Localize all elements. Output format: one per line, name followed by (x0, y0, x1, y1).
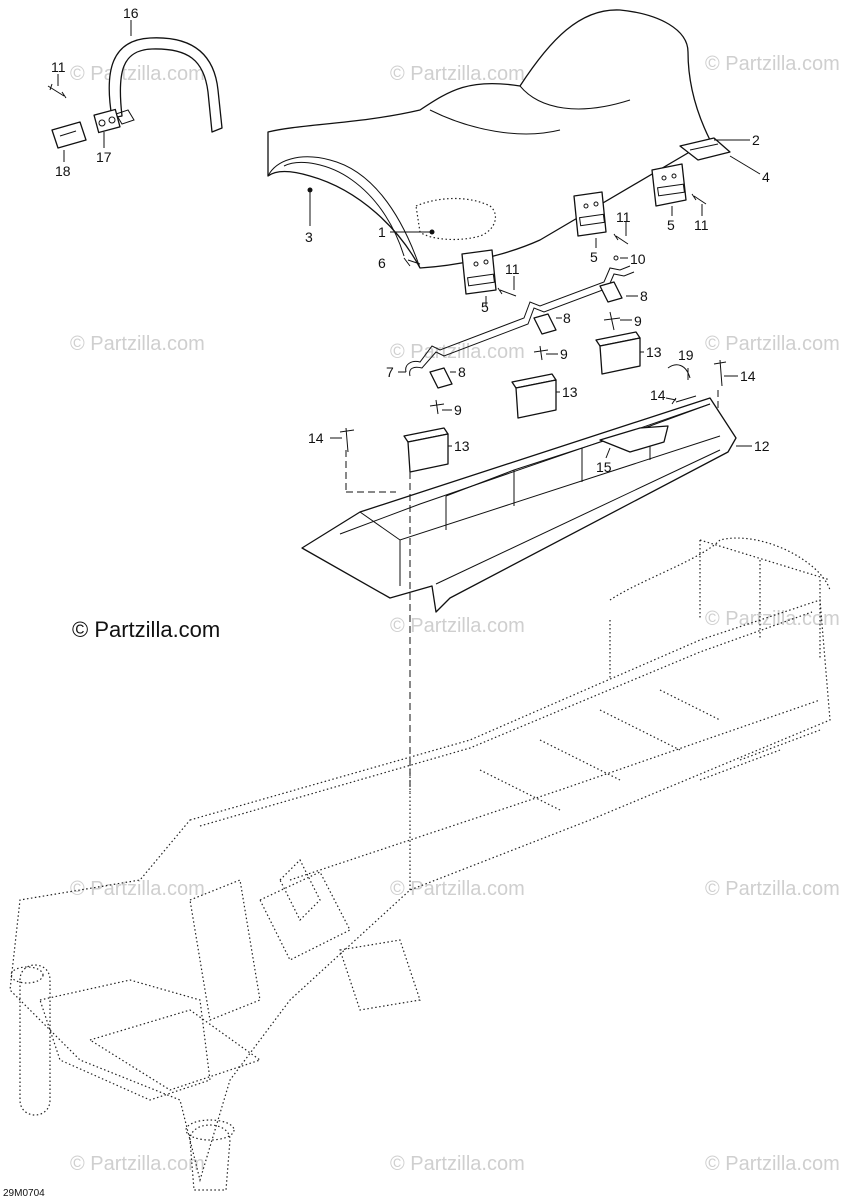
callout-label: 7 (386, 364, 394, 380)
callout-label: 9 (454, 402, 462, 418)
seat-assembly (267, 9, 761, 269)
callout-label: 5 (481, 299, 489, 315)
rivet-part[interactable] (713, 359, 727, 387)
clip-part[interactable] (533, 313, 557, 335)
callout-label: 8 (640, 288, 648, 304)
callout-label: 11 (694, 217, 709, 233)
callout-label: 15 (596, 459, 612, 475)
bolt-part[interactable] (533, 345, 549, 361)
screw-part[interactable] (47, 83, 67, 99)
watermark: © Partzilla.com (705, 1153, 840, 1175)
callout-label: 11 (51, 59, 66, 75)
hinge-part[interactable] (651, 163, 687, 207)
callout-label: 18 (55, 163, 71, 179)
seat-base-plate[interactable] (679, 137, 731, 161)
callout-label: 9 (560, 346, 568, 362)
watermark: © Partzilla.com (705, 608, 840, 630)
watermark: © Partzilla.com (70, 1153, 205, 1175)
storage-box-assembly (301, 390, 752, 792)
callout-label: 17 (96, 149, 112, 165)
seat-part[interactable] (267, 9, 711, 269)
label-part[interactable] (51, 121, 87, 149)
callout-label: 13 (454, 438, 470, 454)
screw-part[interactable] (613, 233, 629, 245)
rivet-part[interactable] (339, 427, 355, 453)
drawing-code: 29M0704 (3, 1188, 45, 1199)
callout-label: 16 (123, 5, 139, 21)
screw-part[interactable] (497, 287, 517, 297)
bolt-part[interactable] (603, 311, 621, 331)
bracket-part[interactable] (595, 331, 641, 375)
watermark: © Partzilla.com (705, 878, 840, 900)
callout-label: 12 (754, 438, 770, 454)
callout-label: 10 (630, 251, 646, 267)
chassis-frame[interactable] (9, 537, 831, 1191)
callout-label: 9 (634, 313, 642, 329)
nut-part[interactable] (613, 255, 619, 261)
callout-label: 13 (646, 344, 662, 360)
clip-part[interactable] (429, 367, 453, 389)
callout-label: 5 (667, 217, 675, 233)
watermark: © Partzilla.com (390, 878, 525, 900)
rivet-part[interactable] (671, 395, 697, 405)
watermark: © Partzilla.com (390, 1153, 525, 1175)
callout-label: 8 (458, 364, 466, 380)
callout-label: 1 (378, 224, 386, 240)
callout-label: 2 (752, 132, 760, 148)
callout-label: 14 (740, 368, 756, 384)
watermark-layer: © Partzilla.com © Partzilla.com © Partzi… (70, 53, 840, 1175)
callout-label: 11 (616, 209, 631, 225)
watermark: © Partzilla.com (390, 63, 525, 85)
storage-box-part[interactable] (301, 397, 737, 613)
screw-part[interactable] (403, 257, 421, 267)
hinge-part[interactable] (461, 249, 497, 295)
bracket-part[interactable] (403, 427, 449, 473)
watermark: © Partzilla.com (70, 333, 205, 355)
strap-part[interactable] (667, 364, 691, 379)
liner-part[interactable] (599, 425, 669, 453)
callout-label: 5 (590, 249, 598, 265)
watermark: © Partzilla.com (70, 878, 205, 900)
watermark: © Partzilla.com (390, 341, 525, 363)
callout-label: 14 (650, 387, 666, 403)
callout-label: 14 (308, 430, 324, 446)
watermark: © Partzilla.com (390, 615, 525, 637)
copyright-notice: © Partzilla.com (72, 617, 220, 642)
callout-labels: 16 11 17 18 2 4 3 1 5 11 5 11 10 6 11 5 … (51, 5, 770, 475)
callout-label: 6 (378, 255, 386, 271)
cable-and-brackets (330, 265, 738, 473)
callout-label: 11 (505, 261, 520, 277)
callout-label: 8 (563, 310, 571, 326)
bolt-part[interactable] (429, 399, 445, 415)
cable-part[interactable] (405, 265, 631, 373)
bracket-part[interactable] (511, 373, 557, 419)
callout-label: 3 (305, 229, 313, 245)
watermark: © Partzilla.com (70, 63, 205, 85)
callout-label: 13 (562, 384, 578, 400)
clip-part[interactable] (599, 281, 623, 303)
callout-label: 4 (762, 169, 770, 185)
hinge-part[interactable] (573, 191, 607, 237)
hinge-set (403, 163, 707, 306)
plate-part[interactable] (93, 108, 121, 134)
grab-handle-part[interactable] (108, 37, 223, 133)
screw-part[interactable] (691, 193, 707, 205)
callout-label: 19 (678, 347, 694, 363)
watermark: © Partzilla.com (705, 53, 840, 75)
grab-handle-assembly (47, 20, 223, 162)
watermark: © Partzilla.com (705, 333, 840, 355)
